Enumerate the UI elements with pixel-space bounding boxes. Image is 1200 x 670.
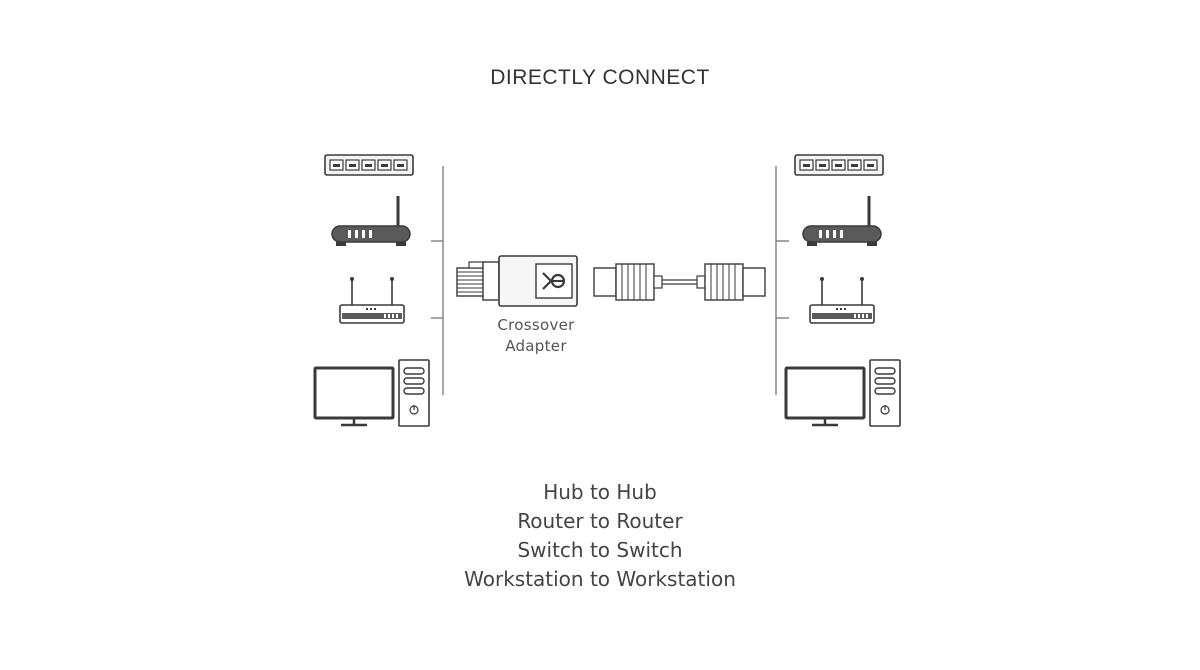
connection-item: Hub to Hub	[543, 480, 657, 504]
right-device-group	[775, 154, 902, 428]
connection-item: Workstation to Workstation	[464, 567, 736, 591]
router-icon	[330, 194, 412, 248]
diagram-title: DIRECTLY CONNECT	[490, 66, 710, 89]
wireless-router-icon	[339, 276, 405, 324]
wireless-router-icon	[809, 276, 875, 324]
ethernet-socket-icon	[593, 263, 663, 301]
crossover-adapter	[456, 255, 766, 307]
workstation-icon	[313, 358, 431, 428]
cable-connector-icon	[696, 263, 766, 301]
left-bracket	[431, 166, 444, 395]
rj45-plug-icon	[456, 261, 500, 301]
hub-icon	[794, 154, 884, 176]
ethernet-cable	[662, 279, 697, 285]
connection-list: Hub to Hub Router to Router Switch to Sw…	[0, 478, 1200, 594]
adapter-label-line1: Crossover	[497, 316, 575, 334]
connection-item: Switch to Switch	[517, 538, 683, 562]
crossover-logo-icon	[535, 263, 573, 299]
left-device-group	[313, 154, 444, 428]
hub-icon	[324, 154, 414, 176]
router-icon	[801, 194, 883, 248]
adapter-label-line2: Adapter	[505, 337, 567, 355]
connection-item: Router to Router	[517, 509, 683, 533]
right-bracket	[775, 166, 789, 395]
workstation-icon	[784, 358, 902, 428]
